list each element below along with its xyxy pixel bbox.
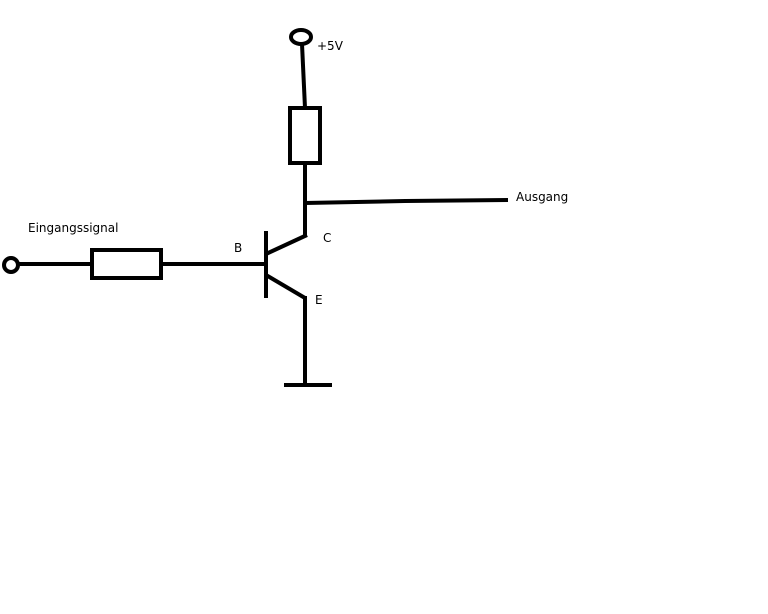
supply-label: +5V xyxy=(317,39,344,53)
collector-resistor xyxy=(288,106,322,165)
emitter-lead xyxy=(264,273,307,300)
input-label: Eingangssignal xyxy=(28,221,118,235)
collector-lead xyxy=(265,233,308,256)
supply-wire xyxy=(300,43,307,109)
input-terminal xyxy=(2,256,20,274)
output-wire xyxy=(304,198,509,205)
base-label: B xyxy=(234,241,242,255)
supply-terminal xyxy=(289,28,313,46)
emitter-label: E xyxy=(315,293,323,307)
output-label: Ausgang xyxy=(516,190,568,204)
base-resistor xyxy=(90,248,163,280)
collector-label: C xyxy=(323,231,331,245)
